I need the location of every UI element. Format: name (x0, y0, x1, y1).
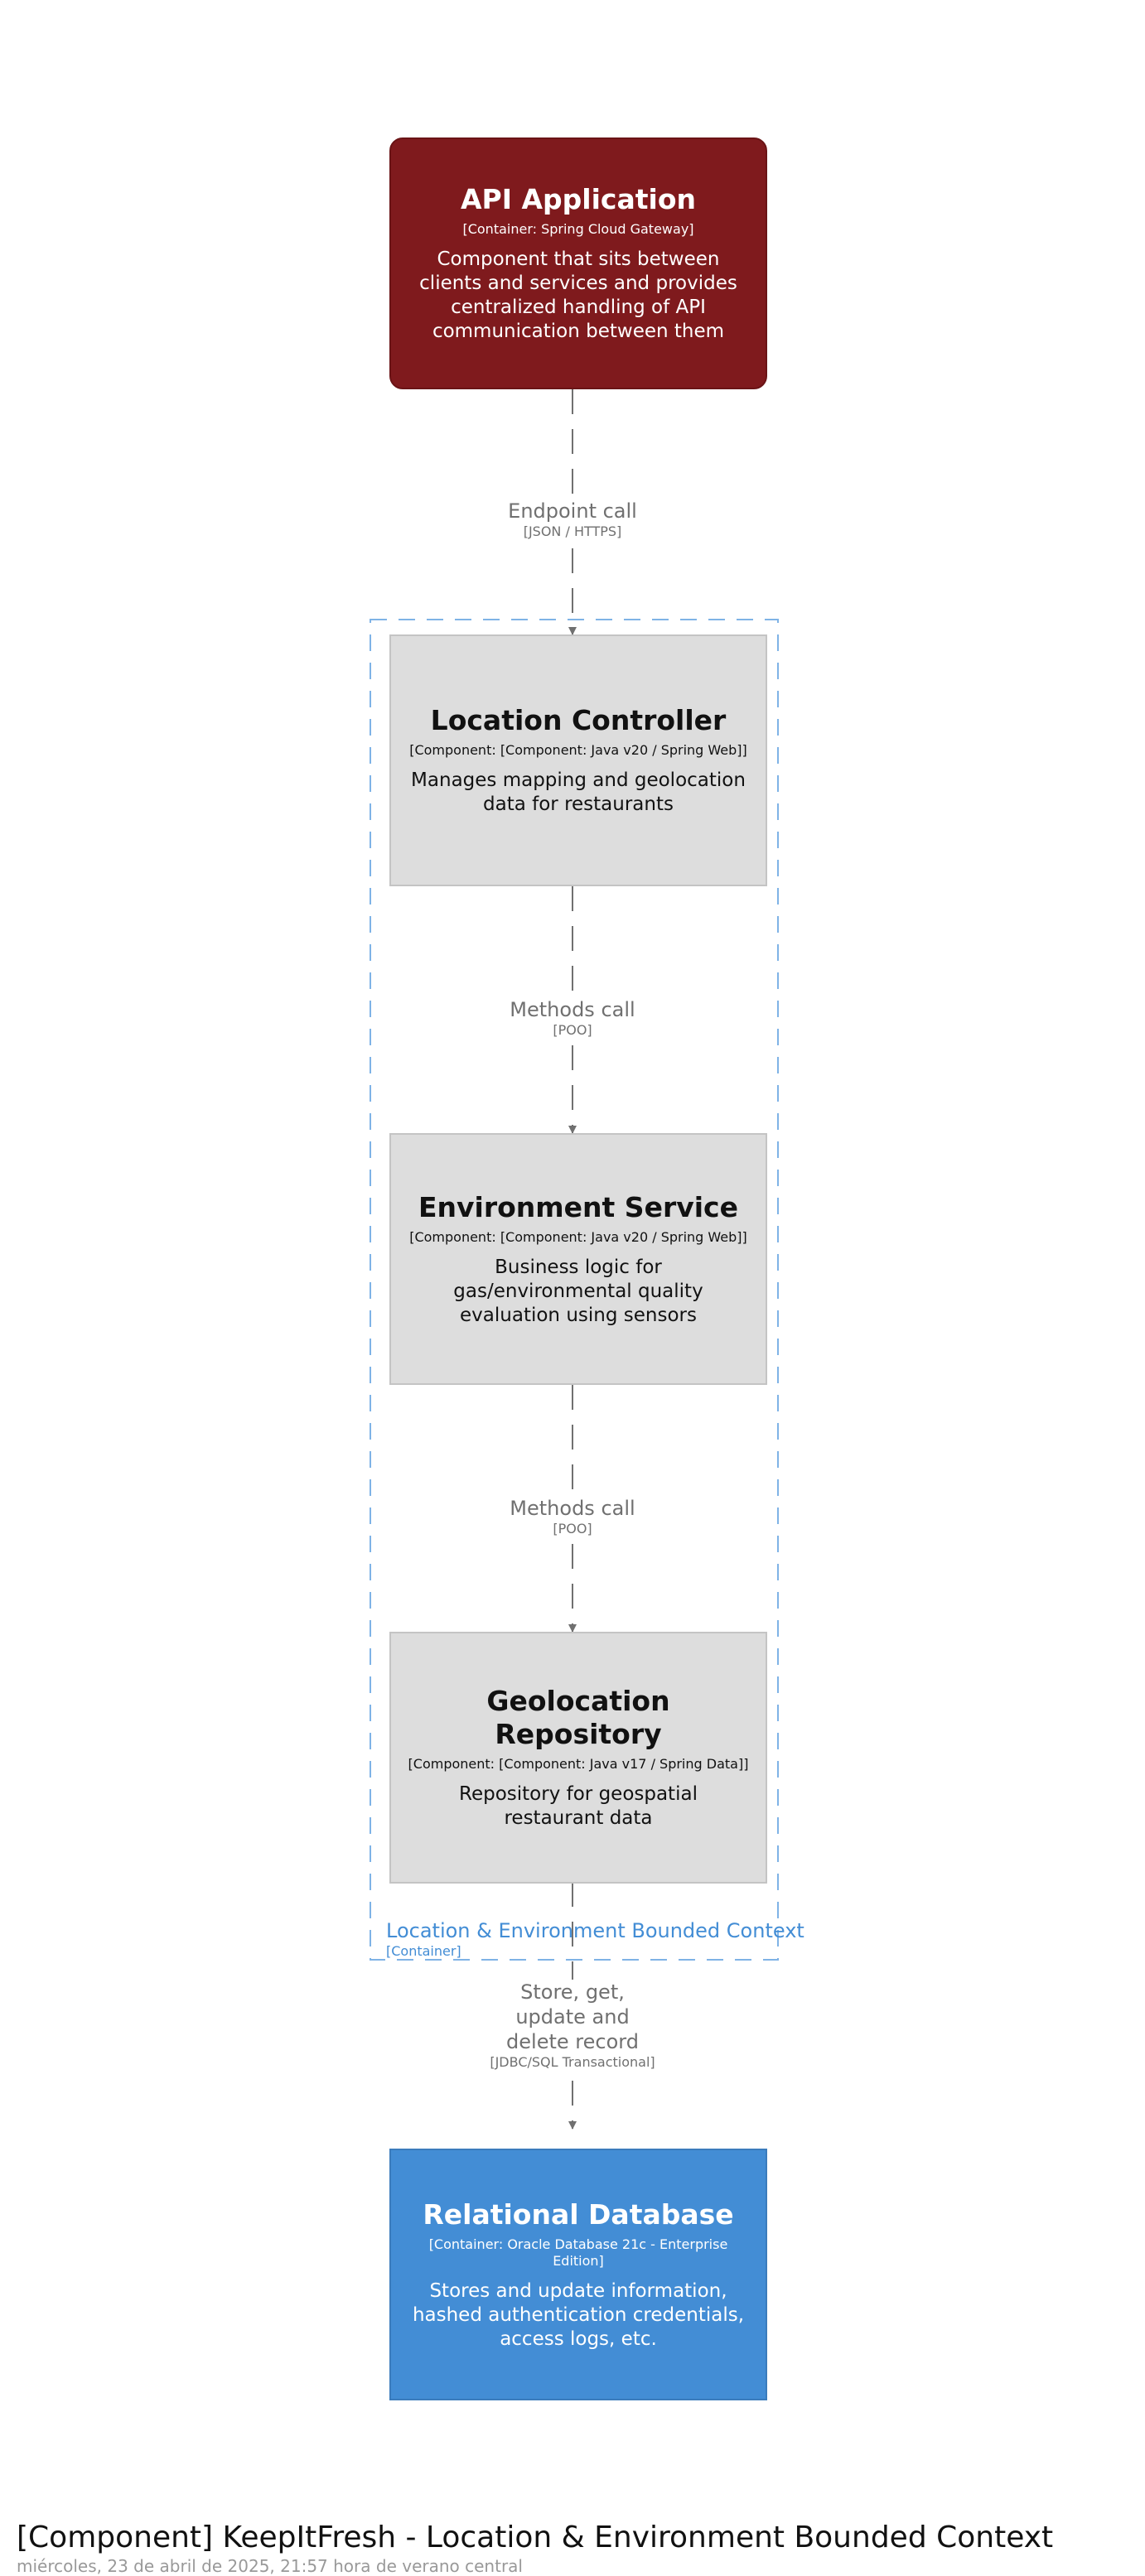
relation-label-tech: [POO] (553, 1022, 592, 1038)
location-controller-description: Manages mapping and geolocation data for… (411, 769, 746, 815)
environment-service-description: Business logic for gas/environmental qua… (453, 1256, 703, 1326)
boundary-label: Location & Environment Bounded Context [… (386, 1918, 804, 1960)
location-controller-component[interactable]: Location Controller [Component: [Compone… (389, 634, 767, 886)
environment-service-component[interactable]: Environment Service [Component: [Compone… (389, 1133, 767, 1385)
relation-label-text: Methods call (510, 1497, 635, 1520)
relational-database-tech: [Container: Oracle Database 21c - Enterp… (428, 2236, 728, 2269)
relation-label-tech: [JDBC/SQL Transactional] (490, 2054, 655, 2070)
geolocation-repository-component[interactable]: Geolocation Repository [Component: [Comp… (389, 1632, 767, 1884)
geolocation-repository-name: Geolocation Repository (486, 1685, 670, 1750)
relation-label-methods-call-1: Methods call [POO] (490, 997, 655, 1039)
boundary-border (370, 619, 779, 1961)
api-application-description: Component that sits between clients and … (419, 248, 737, 342)
relation-label-text: Endpoint call (508, 499, 637, 523)
boundary-type: [Container] (386, 1943, 461, 1959)
relation-label-endpoint-call: Endpoint call [JSON / HTTPS] (490, 499, 655, 540)
geolocation-repository-tech: [Component: [Component: Java v17 / Sprin… (408, 1756, 749, 1772)
boundary-name: Location & Environment Bounded Context (386, 1919, 804, 1942)
api-application-name: API Application (461, 183, 696, 215)
api-application-container[interactable]: API Application [Container: Spring Cloud… (389, 137, 767, 389)
relation-label-tech: [POO] (553, 1521, 592, 1536)
relation-label-text: Store, get, update and delete record (506, 1980, 639, 2053)
geolocation-repository-description: Repository for geospatial restaurant dat… (459, 1783, 698, 1829)
relation-label-tech: [JSON / HTTPS] (523, 523, 622, 539)
diagram-title: [Component] KeepItFresh - Location & Env… (17, 2521, 1054, 2554)
environment-service-name: Environment Service (418, 1190, 738, 1223)
relational-database-name: Relational Database (423, 2197, 734, 2231)
relation-label-store-get-update-delete: Store, get, update and delete record [JD… (490, 1980, 655, 2071)
relational-database-description: Stores and update information, hashed au… (412, 2279, 745, 2350)
relation-label-text: Methods call (510, 998, 635, 1021)
relation-label-methods-call-2: Methods call [POO] (490, 1496, 655, 1537)
relational-database-container[interactable]: Relational Database [Container: Oracle D… (389, 2149, 767, 2400)
location-controller-name: Location Controller (430, 704, 727, 736)
location-controller-tech: [Component: [Component: Java v20 / Sprin… (409, 742, 747, 758)
environment-service-tech: [Component: [Component: Java v20 / Sprin… (409, 1228, 747, 1245)
api-application-tech: [Container: Spring Cloud Gateway] (462, 221, 694, 237)
diagram-date: miércoles, 23 de abril de 2025, 21:57 ho… (17, 2556, 523, 2576)
